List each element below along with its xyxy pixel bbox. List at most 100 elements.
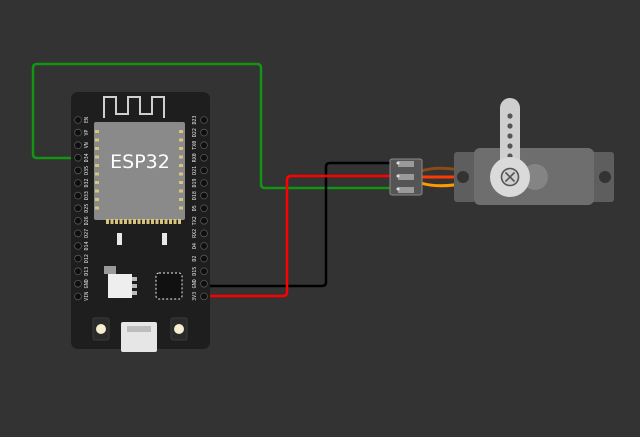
module-pad bbox=[128, 219, 132, 224]
pin-hole-d4[interactable] bbox=[200, 242, 208, 250]
pin-hole-en[interactable] bbox=[74, 116, 82, 124]
pin-hole-3v3[interactable] bbox=[200, 292, 208, 301]
pin-hole-d35[interactable] bbox=[74, 166, 82, 175]
pin-hole-d19[interactable] bbox=[200, 179, 208, 187]
wire-signal[interactable] bbox=[31, 62, 402, 190]
module-pad bbox=[95, 198, 99, 201]
pin-label-d18: D18 bbox=[192, 191, 198, 200]
connector-socket-3 bbox=[396, 187, 400, 191]
connector-socket-1 bbox=[396, 161, 400, 165]
boot-button[interactable] bbox=[92, 317, 110, 341]
pin-hole-tx2[interactable] bbox=[200, 217, 208, 225]
pin-label-vin: VIN bbox=[84, 292, 90, 301]
connector-pin-3 bbox=[398, 187, 414, 193]
pin-label-gnd: GND bbox=[192, 279, 198, 288]
pin-hole-d34[interactable] bbox=[74, 154, 82, 162]
pin-label-vn: VN bbox=[84, 142, 90, 148]
antenna-trace bbox=[103, 96, 165, 118]
module-pad bbox=[179, 189, 183, 193]
module-pads bbox=[95, 130, 183, 224]
module-pad bbox=[179, 181, 183, 184]
pin-label-d26: D26 bbox=[84, 216, 90, 225]
module-pad bbox=[179, 155, 183, 159]
pin-hole-d5[interactable] bbox=[200, 204, 208, 213]
reset-button[interactable] bbox=[170, 317, 188, 341]
wire-power[interactable] bbox=[204, 174, 402, 298]
pin-hole-d13[interactable] bbox=[74, 267, 82, 276]
pin-hole-d2[interactable] bbox=[200, 254, 208, 263]
module-pad bbox=[179, 130, 183, 133]
pin-label-d23: D23 bbox=[192, 115, 198, 124]
pin-hole-gnd[interactable] bbox=[200, 279, 208, 288]
connector-socket-2 bbox=[396, 174, 400, 178]
module-pad bbox=[146, 219, 150, 224]
module-pad bbox=[137, 219, 141, 224]
module-pad bbox=[95, 155, 99, 159]
module-pad bbox=[95, 130, 99, 133]
pin-label-tx0: TX0 bbox=[192, 141, 198, 150]
module-pad bbox=[179, 172, 183, 176]
pin-label-d35: D35 bbox=[84, 166, 90, 175]
pin-hole-d14[interactable] bbox=[74, 242, 82, 250]
pin-label-d27: D27 bbox=[84, 229, 90, 238]
pin-hole-d21[interactable] bbox=[200, 166, 208, 175]
module-pad bbox=[95, 138, 99, 142]
left-pin-header: ENVPVND34D35D32D33D25D26D27D14D12D13GNDV… bbox=[74, 116, 90, 301]
pin-hole-d27[interactable] bbox=[74, 229, 82, 238]
pin-label-d15: D15 bbox=[192, 267, 198, 276]
pin-hole-d26[interactable] bbox=[74, 217, 82, 225]
module-pad bbox=[95, 206, 99, 210]
pin-label-d22: D22 bbox=[192, 128, 198, 137]
module-pad bbox=[173, 219, 177, 224]
pin-label-3v3: 3V3 bbox=[192, 292, 198, 301]
voltage-regulator bbox=[104, 266, 137, 298]
pin-hole-d18[interactable] bbox=[200, 191, 208, 200]
pin-label-d34: D34 bbox=[84, 153, 90, 162]
wire-ground[interactable] bbox=[204, 161, 402, 288]
pin-hole-d32[interactable] bbox=[74, 179, 82, 187]
pin-hole-vp[interactable] bbox=[74, 128, 82, 137]
pin-hole-vn[interactable] bbox=[74, 141, 82, 150]
connector-pin-1 bbox=[398, 161, 414, 167]
pin-hole-d23[interactable] bbox=[200, 116, 208, 124]
pin-label-d12: D12 bbox=[84, 254, 90, 263]
servo-motor[interactable] bbox=[389, 98, 614, 205]
pin-hole-rx0[interactable] bbox=[200, 154, 208, 162]
module-pad bbox=[95, 189, 99, 193]
module-pad bbox=[95, 147, 99, 150]
pin-label-d19: D19 bbox=[192, 178, 198, 187]
pin-label-d33: D33 bbox=[84, 191, 90, 200]
pin-label-d25: D25 bbox=[84, 204, 90, 213]
pin-hole-d12[interactable] bbox=[74, 254, 82, 263]
module-pad bbox=[95, 181, 99, 184]
pin-hole-d25[interactable] bbox=[74, 204, 82, 213]
chip-label: ESP32 bbox=[110, 151, 170, 173]
module-pad bbox=[160, 219, 163, 224]
module-pad bbox=[106, 219, 109, 224]
module-pad bbox=[164, 219, 168, 224]
module-pad bbox=[142, 219, 145, 224]
pin-hole-rx2[interactable] bbox=[200, 229, 208, 238]
module-pad bbox=[179, 198, 183, 201]
pin-label-d32: D32 bbox=[84, 178, 90, 187]
pin-hole-d33[interactable] bbox=[74, 191, 82, 200]
pin-hole-d15[interactable] bbox=[200, 267, 208, 276]
pin-label-d13: D13 bbox=[84, 267, 90, 276]
module-pad bbox=[179, 138, 183, 142]
pin-label-rx2: RX2 bbox=[192, 229, 198, 238]
module-pad bbox=[151, 219, 154, 224]
board-pad-right bbox=[162, 233, 167, 245]
pin-label-vp: VP bbox=[84, 130, 90, 136]
servo-mount-hole-right bbox=[599, 171, 611, 183]
pin-label-tx2: TX2 bbox=[192, 216, 198, 225]
pin-hole-vin[interactable] bbox=[74, 292, 82, 301]
usb-connector bbox=[121, 322, 157, 352]
module-pad bbox=[155, 219, 159, 224]
pin-hole-tx0[interactable] bbox=[200, 141, 208, 150]
pin-hole-d22[interactable] bbox=[200, 128, 208, 137]
module-pad bbox=[179, 206, 183, 210]
pin-hole-gnd[interactable] bbox=[74, 279, 82, 288]
pin-label-d21: D21 bbox=[192, 166, 198, 175]
